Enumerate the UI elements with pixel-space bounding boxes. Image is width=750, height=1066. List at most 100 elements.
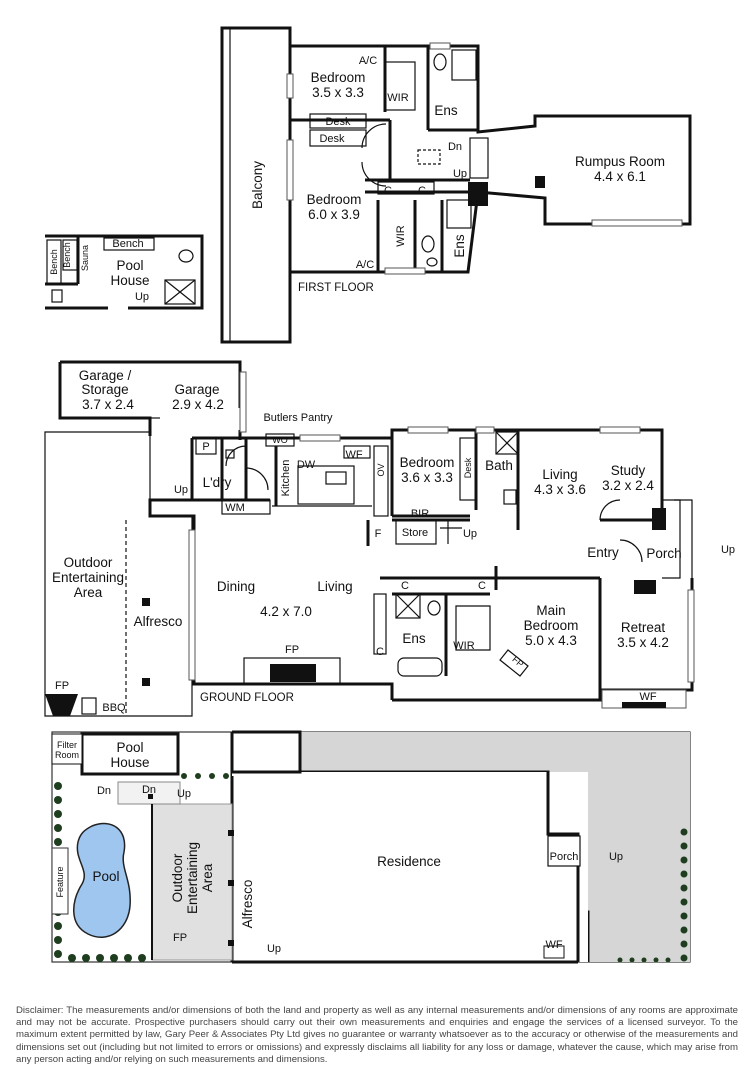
site-up-3: Up <box>267 943 281 955</box>
study-dims: 3.2 x 2.4 <box>602 478 654 493</box>
laundry-label: L'dry <box>203 475 232 490</box>
dw-label: DW <box>297 459 316 471</box>
ac-bottom-label: A/C <box>356 259 374 271</box>
garage-storage-label-1: Garage / <box>79 368 132 383</box>
dining-label: Dining <box>217 579 255 594</box>
bbq-label: BBQ <box>102 702 126 714</box>
ground-floor-title: GROUND FLOOR <box>200 692 294 704</box>
wm-label: WM <box>225 502 245 514</box>
site-outdoor-3: Area <box>200 863 215 892</box>
site-pool-house-1: Pool <box>116 740 143 755</box>
butlers-pantry-label: Butlers Pantry <box>263 412 333 424</box>
retreat-label: Retreat <box>621 620 666 635</box>
desk2-label: Desk <box>319 133 345 145</box>
garage-storage-label-2: Storage <box>81 382 128 397</box>
pool-house-sauna: Sauna <box>80 245 90 271</box>
site-outdoor-1: Outdoor <box>170 853 185 902</box>
site-wf-label: WF <box>545 939 562 951</box>
site-fp-label: FP <box>173 932 187 944</box>
disclaimer: Disclaimer: The measurements and/or dime… <box>16 1005 738 1065</box>
floor-plan: Balcony Bedroom 3.5 x 3.3 A/C WIR Ens De… <box>44 26 735 964</box>
closet-c1: C <box>401 580 409 592</box>
outdoor-label-1: Outdoor <box>64 555 113 570</box>
fp-living-label: FP <box>285 644 299 656</box>
pool-house-label-2: House <box>110 273 149 288</box>
feature-label: Feature <box>55 866 65 897</box>
pool-house-label-1: Pool <box>116 258 143 273</box>
ground-up-3: Up <box>721 544 735 556</box>
entry-label: Entry <box>587 545 619 560</box>
site-dn-2: Dn <box>142 784 156 796</box>
first-floor-title: FIRST FLOOR <box>298 282 374 294</box>
pool-house-up: Up <box>135 291 149 303</box>
site-pool-house-2: House <box>110 755 149 770</box>
balcony-label: Balcony <box>250 161 265 209</box>
wir-top-label: WIR <box>387 92 408 104</box>
pantry-p-label: P <box>202 441 209 453</box>
dining-living-dims: 4.2 x 7.0 <box>260 604 312 619</box>
ground-up-1: Up <box>463 528 477 540</box>
pool-house-bench-top: Bench <box>112 238 143 250</box>
oven-label: OV <box>376 463 386 476</box>
site-outdoor-2: Entertaining <box>185 842 200 914</box>
fp-main-label: FP <box>510 654 525 669</box>
pool-house-bench-left: Bench <box>49 249 59 275</box>
bath-label: Bath <box>485 458 513 473</box>
desk1-label: Desk <box>325 116 351 128</box>
wf-retreat-label: WF <box>639 691 656 703</box>
closet2-label: C <box>418 185 426 197</box>
ground-bedroom-dims: 3.6 x 3.3 <box>401 470 453 485</box>
outdoor-label-2: Entertaining <box>52 570 124 585</box>
retreat-dims: 3.5 x 4.2 <box>617 635 669 650</box>
residence-label: Residence <box>377 854 441 869</box>
main-bedroom-dims: 5.0 x 4.3 <box>525 633 577 648</box>
bedroom1-dims: 3.5 x 3.3 <box>312 85 364 100</box>
study-label: Study <box>611 463 646 478</box>
ens-bottom-label: Ens <box>452 234 467 258</box>
store-label: Store <box>402 527 428 539</box>
closet-c2: C <box>478 580 486 592</box>
site-alfresco: Alfresco <box>240 880 255 929</box>
bedroom1-label: Bedroom <box>311 70 366 85</box>
bedroom2-label: Bedroom <box>307 192 362 207</box>
rumpus-dims: 4.4 x 6.1 <box>594 169 646 184</box>
site-plan: Pool House Filter Room Dn Dn Up Pool Fea… <box>51 730 691 964</box>
pool-house-bench-mid: Bench <box>62 242 72 268</box>
ground-bedroom-label: Bedroom <box>400 455 455 470</box>
f-label: F <box>375 528 382 540</box>
bir-label: BIR <box>411 508 429 520</box>
garage-dims: 2.9 x 4.2 <box>172 397 224 412</box>
closet1-label: C <box>384 185 392 197</box>
alfresco-label: Alfresco <box>134 614 183 629</box>
wir-ground-label: WIR <box>453 640 474 652</box>
pool-shape <box>73 822 131 939</box>
porch-label: Porch <box>646 546 681 561</box>
filter-room-1: Filter <box>57 740 77 750</box>
up-label: Up <box>453 168 467 180</box>
dn-label: Dn <box>448 141 462 153</box>
site-dn-1: Dn <box>97 785 111 797</box>
upper-living-label: Living <box>542 467 577 482</box>
wf-kitchen-label: WF <box>345 449 362 461</box>
filter-room-2: Room <box>55 750 79 760</box>
rumpus-label: Rumpus Room <box>575 154 665 169</box>
kitchen-label: Kitchen <box>280 460 292 497</box>
upper-living-dims: 4.3 x 3.6 <box>534 482 586 497</box>
site-pool-label: Pool <box>92 869 119 884</box>
fp-outdoor-label: FP <box>55 680 69 692</box>
bedroom2-dims: 6.0 x 3.9 <box>308 207 360 222</box>
garage-label: Garage <box>174 382 219 397</box>
ens-ground-label: Ens <box>402 631 426 646</box>
site-porch-label: Porch <box>550 851 579 863</box>
wo-label: WO <box>272 435 288 445</box>
outdoor-label-3: Area <box>74 585 103 600</box>
main-bedroom-label-2: Bedroom <box>524 618 579 633</box>
ens-top-label: Ens <box>434 103 458 118</box>
ground-floor-plan: Garage / Storage 3.7 x 2.4 Garage 2.9 x … <box>44 360 735 717</box>
ground-desk-label: Desk <box>463 457 473 478</box>
main-bedroom-label-1: Main <box>536 603 565 618</box>
living-label: Living <box>317 579 352 594</box>
site-up-1: Up <box>177 788 191 800</box>
pool-house-plan: Bench Bench Bench Sauna Pool House Up <box>45 234 204 310</box>
garage-storage-dims: 3.7 x 2.4 <box>82 397 134 412</box>
